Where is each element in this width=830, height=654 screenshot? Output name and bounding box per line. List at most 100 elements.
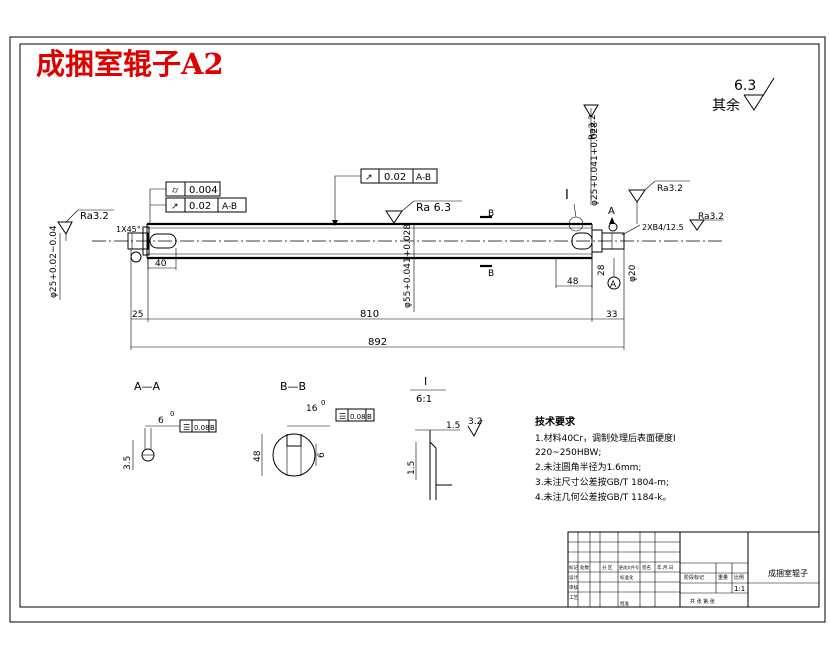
section-aa-label: A—A <box>134 380 161 393</box>
section-bb-sym-val: 0.08 <box>350 413 366 421</box>
fcf-mid-value: 0.02 <box>384 172 406 183</box>
inner-frame <box>19 43 820 608</box>
fcf-ul-top-value: 0.004 <box>189 185 218 196</box>
tb-label-approve: 批准 <box>620 600 629 607</box>
section-bb-tol: 0 <box>321 399 325 407</box>
tech-req-line-2: 220~250HBW; <box>535 448 601 458</box>
tb-weight-label: 重量 <box>718 574 728 581</box>
svg-text:⌭: ⌭ <box>172 186 179 196</box>
datum-a-circle: A <box>610 280 617 290</box>
tb-sheet-label: 共 张 第 张 <box>690 598 715 605</box>
detail-i-label: I <box>424 375 427 388</box>
fcf-ul-bottom-datum: A-B <box>222 202 237 212</box>
dim-48-label: 48 <box>567 277 579 287</box>
tb-stage-label: 阶段标记 <box>684 574 704 581</box>
detail-i-rough: 3.2 <box>468 417 482 427</box>
section-aa: A—A 6 0 ☰ 0.08 B 3.5 <box>123 380 217 470</box>
roughness-left-value: Ra3.2 <box>80 211 109 222</box>
dim-28-label: 28 <box>597 264 607 276</box>
tech-req-line-3: 2.未注圆角半径为1.6mm; <box>535 461 641 473</box>
fcf-upper-left: ⌭ 0.004 ↗ 0.02 A-B <box>149 181 247 224</box>
tech-requirements: 技术要求 1.材料40Cr，调制处理后表面硬度I 220~250HBW; 2.未… <box>535 415 676 503</box>
tech-req-heading: 技术要求 <box>535 415 576 428</box>
drawing-title: 成捆室辊子A2 <box>36 47 224 81</box>
dim-40-label: 40 <box>155 259 167 269</box>
section-aa-sym-val: 0.08 <box>194 424 210 432</box>
tb-label-changedoc: 更改文件号 <box>619 564 639 570</box>
roughness-middle: Ra 6.3 <box>385 200 462 224</box>
outer-frame <box>9 36 826 623</box>
dim-25-label: 25 <box>132 310 143 320</box>
dia-20-label: φ20 <box>628 264 638 282</box>
tb-label-count: 处数 <box>580 564 589 571</box>
roughness-re-value: Ra3.2 <box>698 212 724 222</box>
section-aa-width: 6 <box>158 416 164 426</box>
tb-label-process: 工艺 <box>569 595 578 601</box>
title-block: 成捆室辊子 1:1 阶段标记 重量 比例 共 张 第 张 标记 处数 分 区 更… <box>567 531 820 608</box>
section-b-top-label: B <box>488 209 494 219</box>
roughness-shoulder: Ra3.2 <box>628 180 690 224</box>
tb-label-review: 审核 <box>569 584 578 591</box>
section-bb-width: 16 <box>306 404 318 414</box>
tb-label-standard: 标准化 <box>620 574 634 581</box>
svg-text:☰: ☰ <box>339 412 346 421</box>
roughness-right-end: Ra3.2 <box>689 212 724 231</box>
thread-label: 2XB4/12.5 <box>642 223 684 232</box>
svg-text:☰: ☰ <box>183 423 190 432</box>
detail-i-side: 1.5 <box>407 461 417 475</box>
svg-text:↗: ↗ <box>171 202 179 212</box>
datum-a-top: A <box>608 206 615 217</box>
thread-callout: 2XB4/12.5 <box>621 223 684 236</box>
detail-i-top: 1.5 <box>446 421 460 431</box>
section-bb-side: 6 <box>317 452 327 458</box>
section-aa-sym-datum: B <box>210 424 215 432</box>
tb-drawing-name: 成捆室辊子 <box>768 568 808 578</box>
dia-left-label: φ25+0.02−0.04 <box>49 225 59 298</box>
fcf-mid-datum: A-B <box>416 173 431 183</box>
surface-other-symbol: 其余 6.3 <box>712 77 775 114</box>
fcf-ul-bottom-value: 0.02 <box>189 201 211 212</box>
roughness-left: Ra3.2 <box>57 209 114 241</box>
tb-label-date: 年.月.日 <box>657 564 673 571</box>
tb-label-sign: 签名 <box>642 564 651 571</box>
section-b-marker-bottom: B <box>480 264 494 279</box>
tb-scale-label: 比例 <box>734 574 744 581</box>
section-i-label: I <box>565 188 569 203</box>
roughness-right-top: Ra3.2 <box>583 104 599 205</box>
tech-req-line-5: 4.未注几何公差按GB/T 1184-k。 <box>535 491 672 503</box>
section-i-marker: I <box>565 188 584 232</box>
section-b-bottom-label: B <box>488 269 494 279</box>
dim-row-1: 25 810 33 <box>130 249 625 350</box>
tech-req-line-1: 1.材料40Cr，调制处理后表面硬度I <box>535 432 676 444</box>
shaft-profile <box>127 222 625 263</box>
tb-label-mark: 标记 <box>569 564 578 571</box>
dim-810-label: 810 <box>360 309 379 320</box>
detail-i: I 6:1 1.5 3.2 1.5 <box>407 375 483 500</box>
section-bb-label: B—B <box>280 380 306 393</box>
section-aa-tol: 0 <box>170 410 174 418</box>
dia-main-label: φ55+0.041+0.028 <box>403 224 413 308</box>
dim-33-label: 33 <box>606 310 617 320</box>
section-aa-depth: 3.5 <box>123 456 133 470</box>
tb-label-zone: 分 区 <box>602 564 613 571</box>
tb-label-design: 设计 <box>569 574 578 581</box>
tb-scale: 1:1 <box>734 585 745 593</box>
section-bb-sym-datum: B <box>367 413 372 421</box>
surface-other-label: 其余 <box>712 97 740 114</box>
dim-48: 48 <box>555 258 593 288</box>
fcf-middle: ↗ 0.02 A-B <box>332 168 438 226</box>
surface-other-value: 6.3 <box>734 78 756 94</box>
dia-right-label: φ25+0.041+0.028 <box>590 122 600 206</box>
svg-text:↗: ↗ <box>365 173 373 183</box>
tech-req-line-4: 3.未注尺寸公差按GB/T 1804-m; <box>535 476 669 488</box>
dim-892-label: 892 <box>368 337 387 348</box>
detail-i-scale: 6:1 <box>416 394 432 405</box>
section-b-marker-top: B <box>480 209 494 219</box>
section-bb: B—B 16 0 ☰ 0.08 B 48 6 <box>253 380 375 477</box>
chamfer-label: 1X45° <box>116 225 141 234</box>
roughness-shoulder-value: Ra3.2 <box>657 184 683 194</box>
section-bb-depth: 48 <box>253 450 263 462</box>
roughness-middle-value: Ra 6.3 <box>416 201 451 214</box>
roughness-rt-value: Ra3.2 <box>588 114 598 140</box>
